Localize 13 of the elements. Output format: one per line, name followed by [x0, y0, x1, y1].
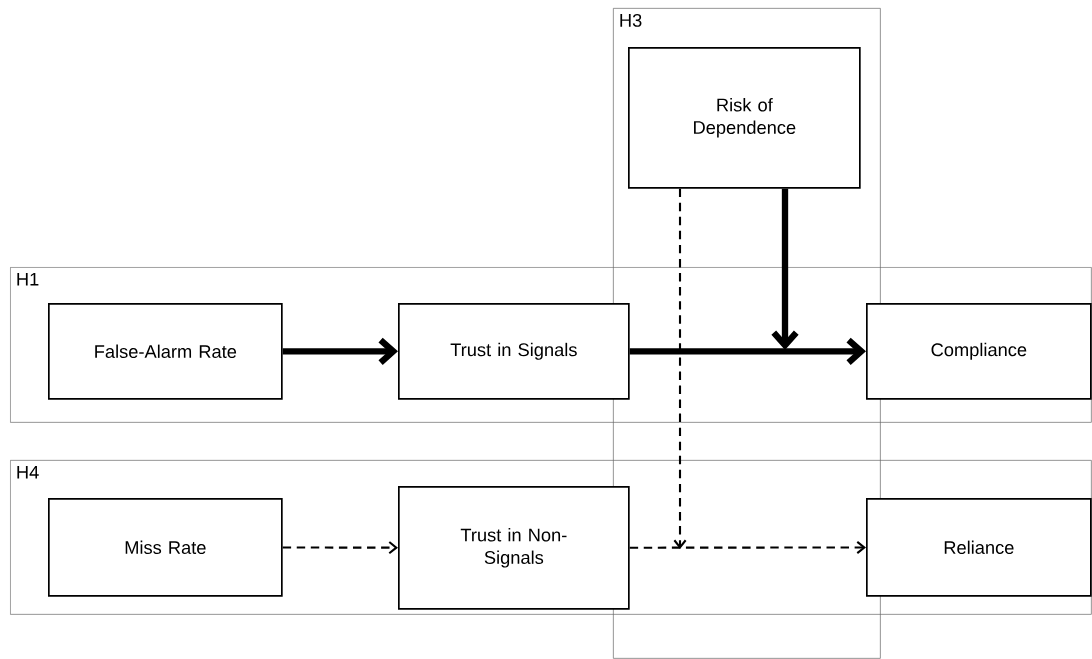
process-box: Reliance	[866, 498, 1092, 597]
process-box: Trust in Signals	[398, 303, 630, 400]
process-box: Risk of Dependence	[628, 47, 861, 189]
process-box: False-Alarm Rate	[48, 303, 283, 400]
arrow	[629, 541, 866, 554]
arrow	[282, 337, 398, 365]
arrow	[629, 337, 866, 365]
process-box: Miss Rate	[48, 498, 283, 597]
arrow	[771, 188, 799, 350]
arrow	[282, 541, 398, 555]
arrow	[673, 188, 687, 549]
process-box: Compliance	[866, 303, 1092, 400]
process-box: Trust in Non-Signals	[398, 486, 630, 610]
